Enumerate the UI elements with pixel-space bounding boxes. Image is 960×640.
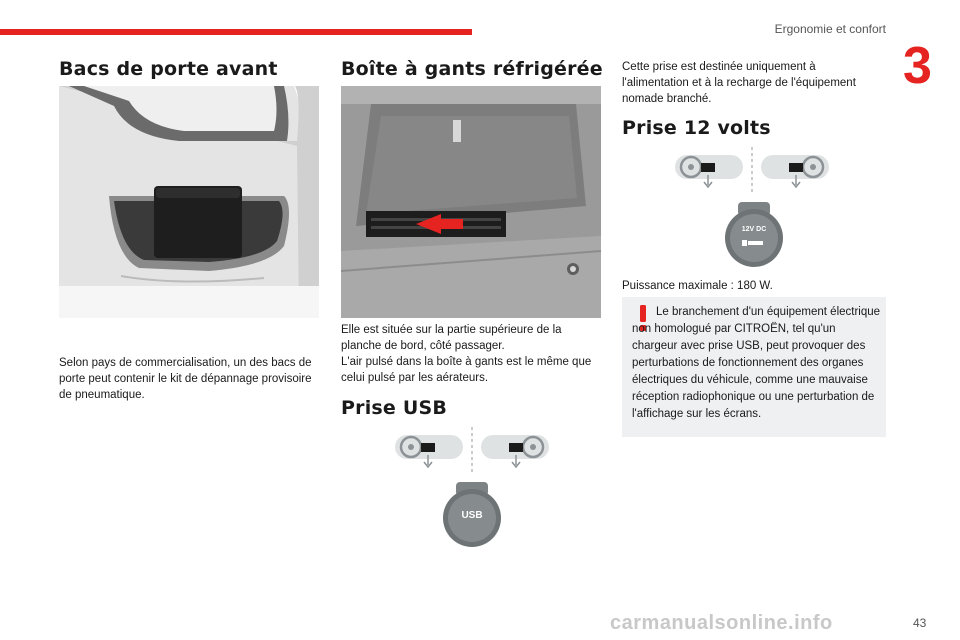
usb-socket-label: USB [461, 510, 483, 521]
warning-box [622, 297, 886, 437]
chapter-number: 3 [903, 37, 932, 95]
usb-socket-icon: USB [442, 482, 502, 548]
header-accent-bar [0, 29, 472, 35]
glovebox-text-location: Elle est située sur la partie supérieure… [341, 324, 562, 352]
watermark: carmanualsonline.info [610, 612, 833, 634]
page-number: 43 [913, 616, 927, 630]
usb-title: Prise USB [341, 397, 448, 419]
usb-purpose-text: Cette prise est destinée uniquement à l'… [622, 61, 856, 105]
glovebox-text-air: L'air pulsé dans la boîte à gants est le… [341, 356, 592, 384]
warning-text: Le branchement d'un équipement électriqu… [632, 306, 881, 420]
socket-12v-title: Prise 12 volts [622, 117, 771, 139]
socket-12v-location-diagram [675, 147, 829, 193]
glovebox-photo [341, 86, 601, 318]
usb-location-diagram [395, 427, 549, 473]
max-power-text: Puissance maximale : 180 W. [622, 280, 773, 292]
door-bins-text: Selon pays de commercialisation, un des … [59, 357, 312, 401]
door-bins-title: Bacs de porte avant [59, 58, 278, 80]
section-title: Ergonomie et confort [774, 22, 886, 36]
warning-exclamation-icon [640, 305, 646, 331]
socket-12v-label: 12V DC [741, 226, 767, 233]
socket-12v-icon: 12V DC [724, 202, 784, 268]
door-bin-illustration [59, 86, 319, 318]
glovebox-title: Boîte à gants réfrigérée [341, 58, 603, 80]
